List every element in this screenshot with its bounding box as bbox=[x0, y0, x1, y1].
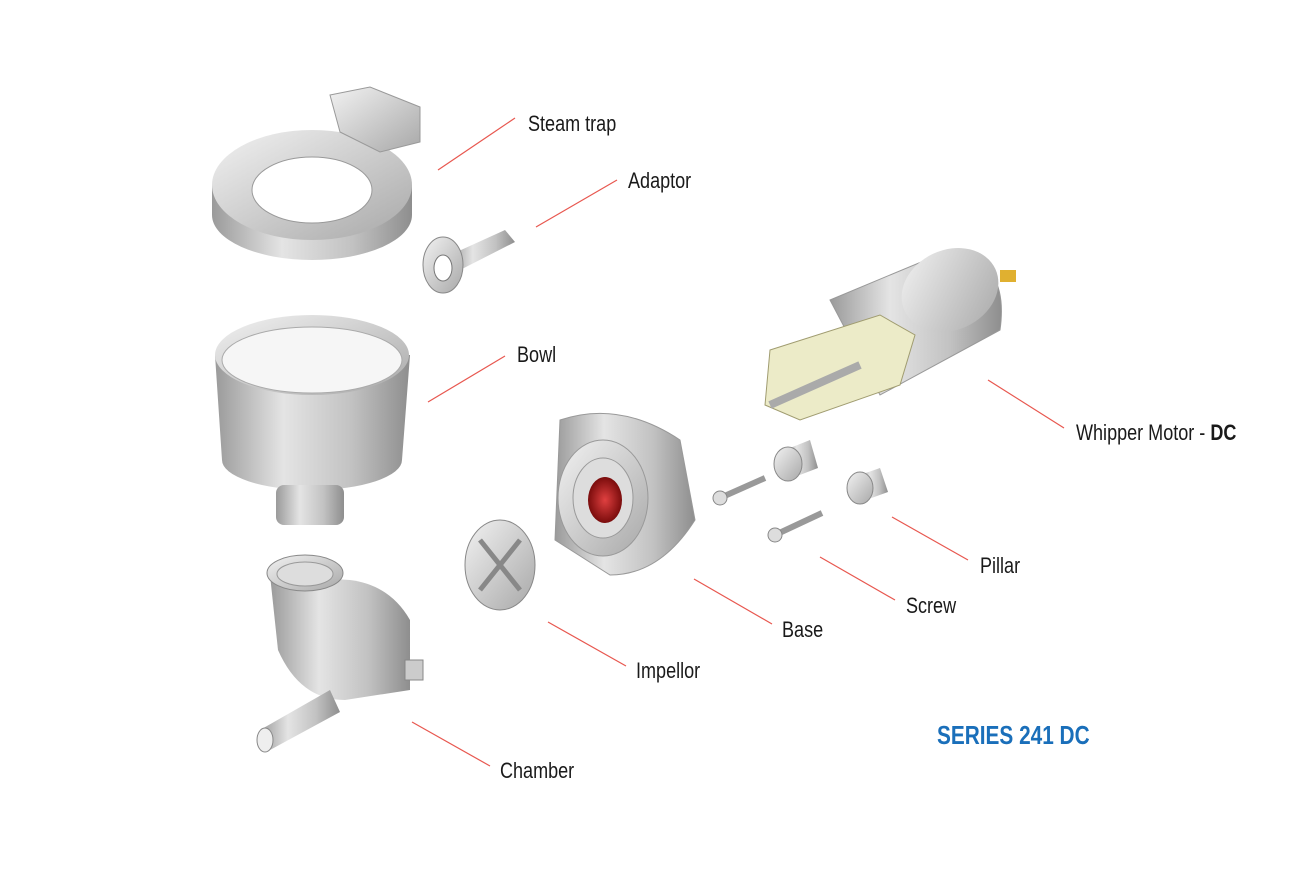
label-pillar: Pillar bbox=[980, 553, 1021, 578]
label-whipper-motor: Whipper Motor - DC bbox=[1076, 422, 1236, 444]
leader-line-impellor bbox=[547, 621, 627, 667]
whipper-motor-part bbox=[764, 248, 1016, 421]
leader-line-bowl bbox=[427, 355, 506, 403]
base-part bbox=[554, 412, 696, 576]
label-screw: Screw bbox=[906, 593, 957, 618]
leader-line-screw bbox=[819, 556, 896, 601]
leader-lines bbox=[411, 117, 1065, 767]
leader-line-motor bbox=[987, 379, 1065, 429]
label-impellor: Impellor bbox=[636, 658, 701, 683]
bowl-part bbox=[215, 315, 410, 525]
series-title: SERIES 241 DC bbox=[937, 720, 1090, 750]
label-bowl: Bowl bbox=[517, 342, 557, 367]
leader-line-steam-trap bbox=[437, 117, 516, 171]
label-steam-trap: Steam trap bbox=[528, 111, 617, 136]
label-base: Base bbox=[782, 617, 824, 642]
leader-line-base bbox=[693, 578, 773, 625]
pillar-part bbox=[773, 440, 888, 505]
label-chamber: Chamber bbox=[500, 758, 575, 783]
chamber-part bbox=[256, 554, 424, 753]
leader-line-adaptor bbox=[535, 179, 618, 228]
leader-line-pillar bbox=[891, 516, 969, 561]
label-whipper-motor-text: Whipper Motor - bbox=[1076, 420, 1211, 445]
impellor-part bbox=[464, 519, 536, 611]
label-whipper-motor-dc: DC bbox=[1210, 420, 1237, 445]
adaptor-part bbox=[422, 230, 515, 294]
label-adaptor: Adaptor bbox=[628, 168, 692, 193]
steam-trap-part bbox=[212, 86, 421, 260]
screw-part bbox=[712, 475, 824, 543]
leader-line-chamber bbox=[411, 721, 491, 767]
